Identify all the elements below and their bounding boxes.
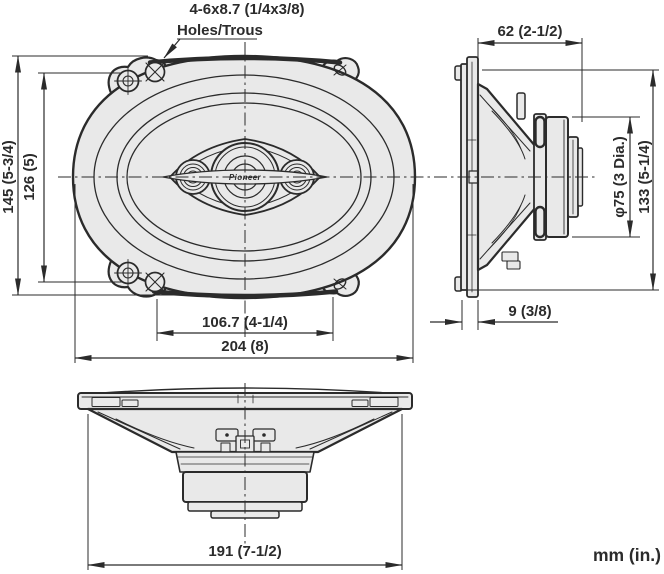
side-view-dimensions: 62 (2-1/2) 133 (5-1/4) φ75 (3 Dia.) 9 (3…: [430, 23, 659, 330]
terminal-post: [516, 92, 526, 120]
screw-hole-top-left: [114, 67, 142, 95]
protrusion-label: 9 (3/8): [508, 303, 551, 320]
front-plate-cap-top: [534, 115, 546, 149]
side-height-label: 133 (5-1/4): [636, 140, 653, 213]
front-view-dimensions: 145 (5-3/4) 126 (5) 106.7 (4-1/4) 204 (8…: [0, 55, 414, 363]
centerlines: [58, 42, 596, 548]
magnet-diameter-label: φ75 (3 Dia.): [611, 136, 628, 218]
hole-spacing-vertical-label: 126 (5): [21, 153, 38, 201]
tab-edge-right: [369, 397, 399, 407]
screw-hole-bottom-left: [114, 259, 142, 287]
screw-hole-slot-top-left: [144, 61, 166, 83]
overall-width-label: 204 (8): [221, 338, 269, 355]
tab-step-right: [351, 399, 369, 407]
bottom-view-dimensions: 191 (7-1/2): [87, 414, 403, 570]
front-plate-cap-bottom: [534, 205, 546, 239]
wire-terminal-lug: [506, 260, 521, 270]
units-label: mm (in.): [593, 545, 661, 565]
tab-step-left: [121, 399, 139, 407]
hole-callout: 4-6x8.7 (1/4x3/8) Holes/Trous: [163, 1, 305, 59]
frame-top-edge: [147, 55, 343, 65]
wire-terminal: [501, 251, 519, 262]
front-view: Pioneer: [71, 54, 417, 300]
bottom-width-label: 191 (7-1/2): [208, 543, 281, 560]
tab-edge-left: [91, 397, 121, 407]
hole-spacing-horizontal-label: 106.7 (4-1/4): [202, 314, 288, 331]
overall-height-label: 145 (5-3/4): [0, 140, 17, 213]
screw-hole-top-right: [333, 64, 347, 76]
surround-inner-ring: [126, 102, 362, 252]
terminal-block: [215, 428, 276, 453]
mounting-depth-label: 62 (2-1/2): [497, 23, 562, 40]
screw-hole-slot-bottom-left: [144, 271, 166, 293]
screw-hole-bottom-right: [333, 278, 347, 290]
callout-leader-arrow: [163, 38, 181, 59]
callout-line2: Holes/Trous: [177, 22, 263, 39]
callout-line1: 4-6x8.7 (1/4x3/8): [189, 1, 304, 18]
